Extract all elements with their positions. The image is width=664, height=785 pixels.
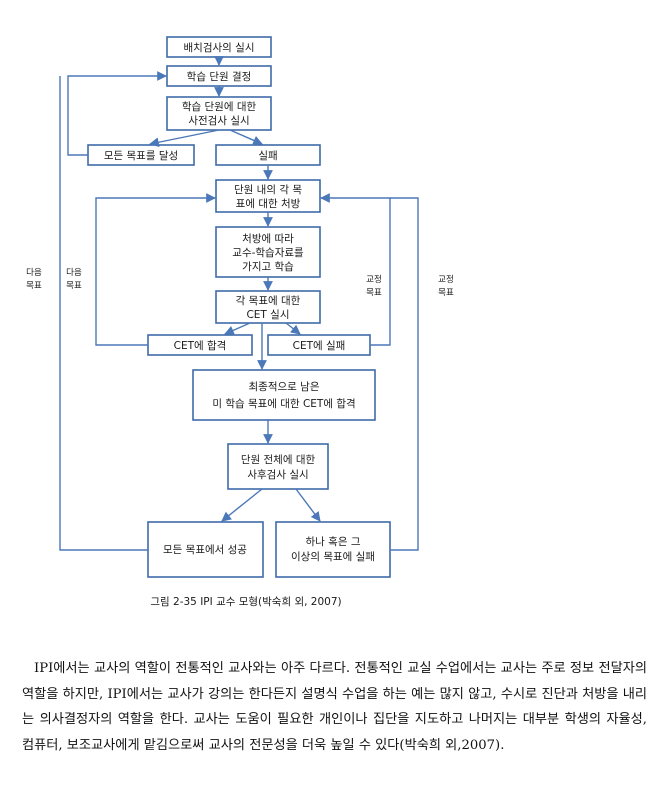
svg-text:단원 내의 각 목: 단원 내의 각 목: [234, 184, 302, 196]
svg-text:CET에 실패: CET에 실패: [293, 340, 346, 352]
svg-text:학습 단원에 대한: 학습 단원에 대한: [182, 101, 257, 113]
svg-text:사전검사 실시: 사전검사 실시: [188, 115, 249, 127]
box-learning: 처방에 따라 교수-학습자료를 가지고 학습: [215, 226, 321, 278]
box-all-success: 모든 목표에서 성공: [147, 521, 264, 578]
svg-text:교정: 교정: [366, 274, 382, 285]
ipi-flowchart: 배치검사의 실시 학습 단원 결정 학습 단원에 대한 사전검사 실시 모든 목…: [26, 36, 454, 608]
side-label-correction-inner: 교정 목표: [366, 274, 382, 298]
svg-text:실패: 실패: [258, 150, 277, 162]
svg-text:배치검사의 실시: 배치검사의 실시: [184, 42, 255, 54]
box-cet: 각 목표에 대한 CET 실시: [215, 290, 321, 324]
box-pretest: 학습 단원에 대한 사전검사 실시: [166, 96, 272, 131]
box-all-goals-achieved: 모든 목표를 달성: [87, 144, 195, 166]
svg-text:모든 목표를 달성: 모든 목표를 달성: [104, 150, 178, 162]
body-paragraph: IPI에서는 교사의 역할이 전통적인 교사와는 아주 다르다. 전통적인 교실…: [22, 661, 647, 753]
figure-caption: 그림 2-35 IPI 교수 모형(박숙희 외, 2007): [150, 596, 341, 608]
svg-text:이상의 목표에 실패: 이상의 목표에 실패: [291, 551, 375, 563]
flow-arrows: [59, 56, 419, 551]
svg-text:가지고 학습: 가지고 학습: [242, 261, 294, 273]
svg-text:목표: 목표: [366, 288, 382, 298]
box-prescription: 단원 내의 각 목 표에 대한 처방: [215, 179, 321, 213]
box-cet-fail: CET에 실패: [267, 334, 371, 356]
box-unit-decision: 학습 단원 결정: [166, 65, 272, 87]
box-placement-test: 배치검사의 실시: [166, 36, 272, 58]
box-some-fail: 하나 혹은 그 이상의 목표에 실패: [275, 521, 391, 578]
svg-text:최종적으로 남은: 최종적으로 남은: [249, 381, 320, 393]
svg-text:다음: 다음: [26, 268, 42, 278]
svg-text:미 학습 목표에 대한 CET에 합격: 미 학습 목표에 대한 CET에 합격: [212, 397, 355, 410]
svg-text:처방에 따라: 처방에 따라: [242, 233, 294, 245]
svg-text:학습 단원 결정: 학습 단원 결정: [187, 71, 252, 83]
side-label-next-goal-inner: 다음 목표: [66, 268, 82, 291]
svg-text:하나 혹은 그: 하나 혹은 그: [306, 535, 361, 548]
box-cet-pass: CET에 합격: [147, 334, 253, 356]
body-paragraph-block: IPI에서는 교사의 역할이 전통적인 교사와는 아주 다르다. 전통적인 교실…: [22, 656, 647, 758]
side-label-next-goal-outer: 다음 목표: [26, 268, 42, 291]
svg-text:교수-학습자료를: 교수-학습자료를: [232, 247, 304, 259]
side-label-correction-outer: 교정 목표: [438, 274, 454, 298]
svg-text:CET에 합격: CET에 합격: [174, 339, 227, 352]
svg-text:목표: 목표: [438, 288, 454, 298]
svg-text:CET 실시: CET 실시: [246, 309, 289, 321]
svg-text:각 목표에 대한: 각 목표에 대한: [236, 295, 301, 307]
box-fail: 실패: [215, 144, 321, 166]
svg-text:목표: 목표: [26, 281, 42, 291]
svg-text:목표: 목표: [66, 281, 82, 291]
svg-text:모든 목표에서 성공: 모든 목표에서 성공: [163, 544, 247, 556]
box-final-cet-pass: 최종적으로 남은 미 학습 목표에 대한 CET에 합격: [192, 369, 376, 421]
svg-text:표에 대한 처방: 표에 대한 처방: [236, 198, 301, 210]
svg-text:사후검사 실시: 사후검사 실시: [247, 469, 308, 481]
box-posttest: 단원 전체에 대한 사후검사 실시: [227, 443, 329, 490]
svg-text:교정: 교정: [438, 274, 454, 285]
svg-text:다음: 다음: [66, 268, 82, 278]
svg-text:단원 전체에 대한: 단원 전체에 대한: [241, 454, 316, 466]
